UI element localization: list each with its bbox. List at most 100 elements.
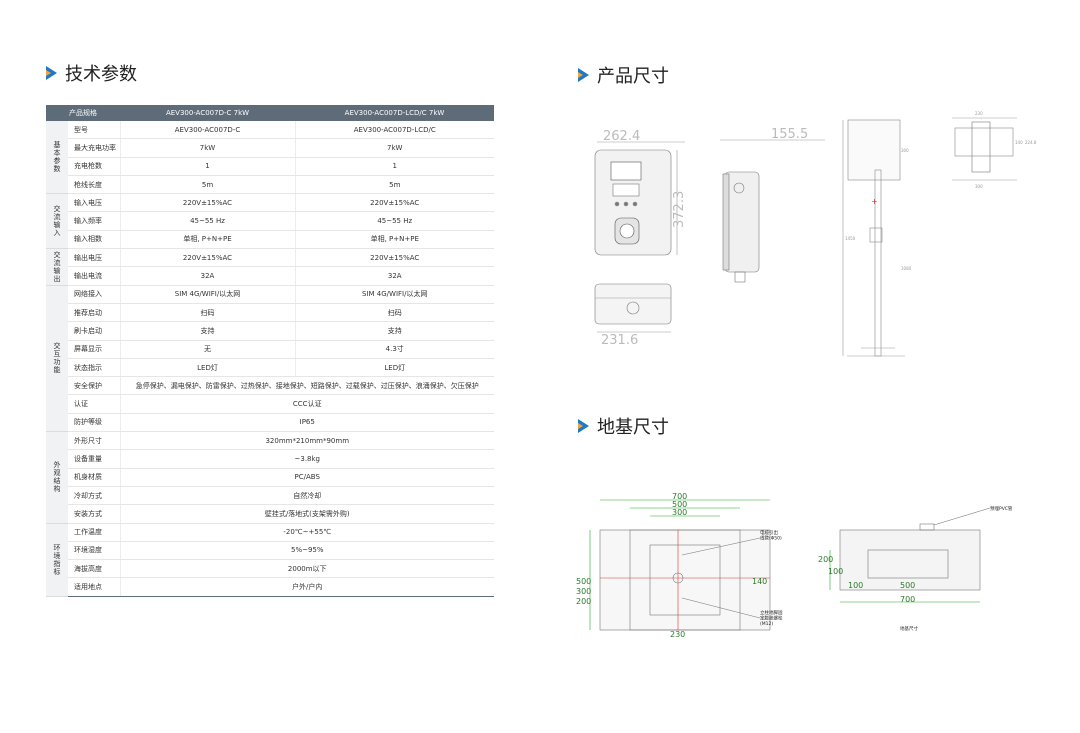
dim-w700: 700 <box>672 492 687 501</box>
dim-h140: 140 <box>752 577 767 586</box>
param-label: 设备重量 <box>68 449 121 469</box>
param-label: 输入电压 <box>68 193 121 213</box>
param-value: 户外/户内 <box>120 577 494 597</box>
param-value: 220V±15%AC <box>120 248 296 268</box>
param-value: SIM 4G/WIFI/以太网 <box>295 285 494 304</box>
side-dim-700: 700 <box>900 595 915 604</box>
plus-mark-icon: + <box>871 197 878 206</box>
note-pvc: 预埋PVC管 <box>990 505 1013 512</box>
param-value: 2000m以下 <box>120 559 494 579</box>
foundation-dimension-drawing: 700 500 300 500 300 200 140 230 200 100 … <box>576 492 1013 639</box>
section-title-text: 技术参数 <box>65 64 137 85</box>
spec-table: 产品规格 AEV300-AC007D-C 7kW AEV300-AC007D-L… <box>46 105 494 597</box>
param-label: 外形尺寸 <box>68 431 121 451</box>
param-label: 状态指示 <box>68 358 121 378</box>
param-label: 冷却方式 <box>68 486 121 506</box>
header-cell: AEV300-AC007D-LCD/C 7kW <box>295 105 494 121</box>
param-value: 扫码 <box>295 303 494 323</box>
dim-pole-c: 1080 <box>901 266 912 271</box>
dim-side-depth: 155.5 <box>771 127 808 142</box>
param-label: 输出电流 <box>68 266 121 286</box>
table-row: 刷卡启动支持支持 <box>46 321 494 341</box>
param-value: 5%~95% <box>120 541 494 561</box>
category-cell: 交流输入 <box>46 193 68 250</box>
table-row: 推荐启动扫码扫码 <box>46 303 494 323</box>
param-value: AEV300-AC007D-LCD/C <box>295 121 494 140</box>
section-title-text: 产品尺寸 <box>597 66 669 87</box>
param-value: 45~55 Hz <box>120 211 296 231</box>
param-label: 安装方式 <box>68 504 121 524</box>
param-value: 32A <box>120 266 296 286</box>
param-value: 1 <box>120 157 296 176</box>
note-bolt: 立柱地脚固定膨胀螺栓(M12) <box>760 609 783 627</box>
table-row: 安全保护急停保护、漏电保护、防雷保护、过热保护、接地保护、短路保护、过载保护、过… <box>46 376 494 396</box>
side-dim-100a: 100 <box>828 567 843 576</box>
dim-pole-b: 1450 <box>845 236 856 241</box>
param-label: 最大充电功率 <box>68 138 121 158</box>
section-title-tech: 技术参数 <box>46 60 137 86</box>
category-cell: 环境指标 <box>46 523 68 597</box>
dim-w300: 300 <box>672 508 687 517</box>
param-label: 海拔高度 <box>68 559 121 579</box>
dim-front-width: 262.4 <box>603 129 640 144</box>
dim-front-height: 372.3 <box>672 191 687 228</box>
spec-table-header: 产品规格 AEV300-AC007D-C 7kW AEV300-AC007D-L… <box>46 105 494 121</box>
category-cell: 基本参数 <box>46 121 68 195</box>
param-value: IP65 <box>120 413 494 433</box>
category-cell: 交互功能 <box>46 285 68 433</box>
param-label: 工作温度 <box>68 523 121 542</box>
param-value: 单相, P+N+PE <box>120 230 296 250</box>
param-value: 4.3寸 <box>295 340 494 359</box>
param-label: 屏幕显示 <box>68 340 121 359</box>
param-value: ~3.8kg <box>120 449 494 469</box>
dim-bottom-width: 231.6 <box>601 333 638 348</box>
param-value: 5m <box>295 175 494 195</box>
param-label: 型号 <box>68 121 121 140</box>
section-marker-icon <box>578 419 589 433</box>
header-cell: AEV300-AC007D-C 7kW <box>120 105 295 121</box>
param-value: 220V±15%AC <box>295 193 494 213</box>
dim-w500: 500 <box>672 500 687 509</box>
param-value: 支持 <box>120 321 296 341</box>
param-label: 安全保护 <box>68 376 121 396</box>
dim-w230: 230 <box>670 630 685 639</box>
param-value: LED灯 <box>120 358 296 378</box>
param-value: 单相, P+N+PE <box>295 230 494 250</box>
dim-base-d: 224.8 <box>1025 140 1037 145</box>
param-label: 刷卡启动 <box>68 321 121 341</box>
param-value: 壁挂式/落地式(支架需外购) <box>120 504 494 524</box>
param-value: -20℃~+55℃ <box>120 523 494 542</box>
param-value: 220V±15%AC <box>295 248 494 268</box>
param-value: 无 <box>120 340 296 359</box>
param-value: 320mm*210mm*90mm <box>120 431 494 451</box>
param-label: 防护等级 <box>68 413 121 433</box>
param-label: 输出电压 <box>68 248 121 268</box>
dim-h200: 200 <box>576 597 591 606</box>
section-title-product: 产品尺寸 <box>578 62 669 88</box>
param-label: 认证 <box>68 394 121 414</box>
param-value: 1 <box>295 157 494 176</box>
product-dimension-drawing: 262.4 155.5 231.6 372.3 300 1450 1080 23… <box>594 111 1037 357</box>
section-title-foundation: 地基尺寸 <box>578 413 669 439</box>
side-dim-200: 200 <box>818 555 833 564</box>
param-value: 32A <box>295 266 494 286</box>
param-value: 自然冷却 <box>120 486 494 506</box>
dim-base-c: 140 <box>1015 140 1023 145</box>
section-marker-icon <box>46 66 57 80</box>
param-value: 7kW <box>120 138 296 158</box>
header-cell: 产品规格 <box>46 105 120 121</box>
dim-base-b: 300 <box>975 184 983 189</box>
param-value: 急停保护、漏电保护、防雷保护、过热保护、接地保护、短路保护、过载保护、过压保护、… <box>120 376 494 396</box>
